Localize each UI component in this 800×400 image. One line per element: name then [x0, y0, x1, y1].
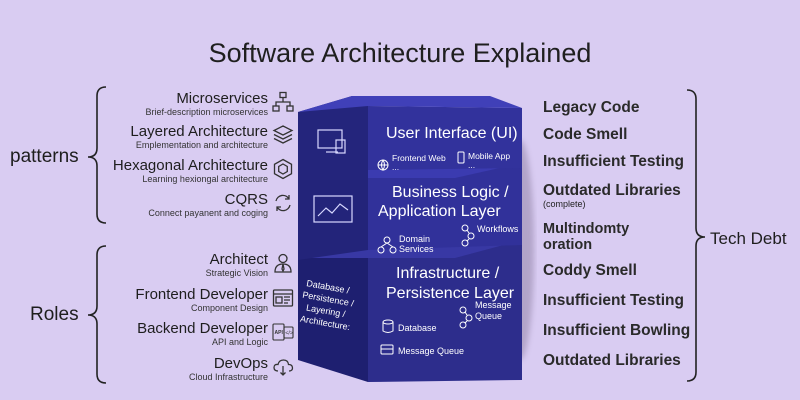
- role-name: DevOps: [213, 355, 268, 372]
- role-item-architect: Architect Strategic Vision: [206, 251, 268, 279]
- infra-mq-label-2: Queue: [475, 311, 502, 321]
- pattern-sub: Connect payanent and coging: [148, 208, 268, 218]
- ui-layer-top: [298, 96, 522, 112]
- infra-mq-label-1: Message: [475, 300, 512, 310]
- tech-debt-item: Insufficient Bowling: [543, 322, 691, 339]
- tech-debt-brace: [686, 89, 706, 382]
- tech-debt-item: Outdated Libraries: [543, 352, 681, 369]
- pattern-item-microservices: Microservices Brief-description microser…: [145, 90, 268, 118]
- pattern-sub: Brief-description microservices: [145, 107, 268, 117]
- svg-text:</>: </>: [285, 331, 293, 337]
- pattern-sub: Learning hexiongal architecture: [142, 174, 268, 184]
- pattern-item-hexagonal: Hexagonal Architecture Learning hexionga…: [113, 157, 268, 185]
- role-sub: Component Design: [190, 303, 268, 313]
- pattern-item-layered: Layered Architecture Emplementation and …: [130, 123, 268, 151]
- ui-frontend-ellipsis: ...: [392, 162, 399, 172]
- role-sub: Strategic Vision: [205, 268, 268, 278]
- person-icon: [274, 253, 292, 273]
- role-item-backend: Backend Developer API and Logic: [137, 320, 268, 348]
- business-layer-title-2: Application Layer: [378, 203, 501, 220]
- business-layer-side: [298, 160, 368, 260]
- ui-mobile-ellipsis: ...: [468, 160, 475, 170]
- monitor-devices-icon: [317, 129, 346, 154]
- page-title: Software Architecture Explained: [208, 38, 592, 68]
- infra-layer-title-2: Persistence Layer: [386, 285, 515, 302]
- browser-window-icon: [272, 289, 294, 307]
- pattern-name: CQRS: [224, 191, 268, 208]
- tech-debt-label: Tech Debt: [710, 229, 787, 248]
- domain-services-icon: [377, 236, 397, 254]
- layers-icon: [272, 125, 294, 144]
- ui-layer-front: [368, 106, 522, 170]
- role-name: Frontend Developer: [135, 286, 268, 303]
- role-sub: API and Logic: [211, 337, 268, 347]
- message-queue-nodes-icon: [459, 306, 473, 329]
- role-name: Architect: [209, 251, 268, 268]
- tech-debt-item: Outdated Libraries(complete): [543, 182, 681, 209]
- api-code-icon: API </>: [272, 323, 294, 341]
- infra-layer-title-1: Infrastructure /: [396, 265, 500, 282]
- patterns-brace: [87, 86, 107, 224]
- roles-brace: [87, 245, 107, 384]
- pattern-name: Layered Architecture: [130, 123, 268, 140]
- database-icon: [382, 319, 394, 333]
- role-name: Backend Developer: [137, 320, 268, 337]
- tech-debt-item: Legacy Code: [543, 99, 640, 116]
- ui-mobile-label: Mobile App: [468, 151, 510, 161]
- business-layer-title-1: Business Logic /: [392, 184, 509, 201]
- infra-message-queue-label: Message Queue: [398, 346, 464, 356]
- ui-layer-side: [298, 96, 368, 180]
- pattern-item-cqrs: CQRS Connect payanent and coging: [148, 191, 268, 219]
- cloud-icon: [273, 359, 294, 376]
- infra-layer-side: [298, 237, 368, 382]
- business-domain-label: Domain: [399, 234, 430, 244]
- ui-frontend-label: Frontend Web: [392, 153, 446, 163]
- pattern-sub: Emplementation and architecture: [135, 140, 268, 150]
- hexagon-icon: [273, 158, 293, 180]
- workflows-icon: [461, 224, 475, 247]
- infra-layer-front: [368, 237, 522, 382]
- tech-debt-item: Coddy Smell: [543, 262, 637, 279]
- analytics-screen-icon: [313, 195, 353, 223]
- mobile-phone-icon: [457, 151, 465, 164]
- pattern-name: Hexagonal Architecture: [112, 157, 268, 174]
- globe-icon: [377, 159, 389, 171]
- hierarchy-icon: [272, 91, 294, 112]
- business-services-label: Services: [399, 244, 434, 254]
- tech-debt-item: Insufficient Testing: [543, 292, 684, 309]
- sync-arrows-icon: [275, 194, 291, 212]
- infra-database-label: Database: [398, 323, 437, 333]
- pattern-name: Microservices: [176, 90, 268, 107]
- message-queue-server-icon: [380, 344, 394, 355]
- business-workflows-label: Workflows: [477, 224, 519, 234]
- role-item-devops: DevOps Cloud Infrastructure: [189, 355, 268, 383]
- roles-label: Roles: [30, 304, 79, 325]
- tech-debt-item: Code Smell: [543, 126, 628, 143]
- role-item-frontend: Frontend Developer Component Design: [135, 286, 268, 314]
- role-sub: Cloud Infrastructure: [188, 372, 268, 382]
- patterns-label: patterns: [10, 146, 79, 167]
- business-layer-front: [368, 160, 522, 250]
- svg-text:API: API: [275, 330, 284, 336]
- ui-layer-title: User Interface (UI): [386, 125, 518, 142]
- tech-debt-item: Insufficient Testing: [543, 153, 684, 170]
- tech-debt-sub: (complete): [543, 199, 586, 209]
